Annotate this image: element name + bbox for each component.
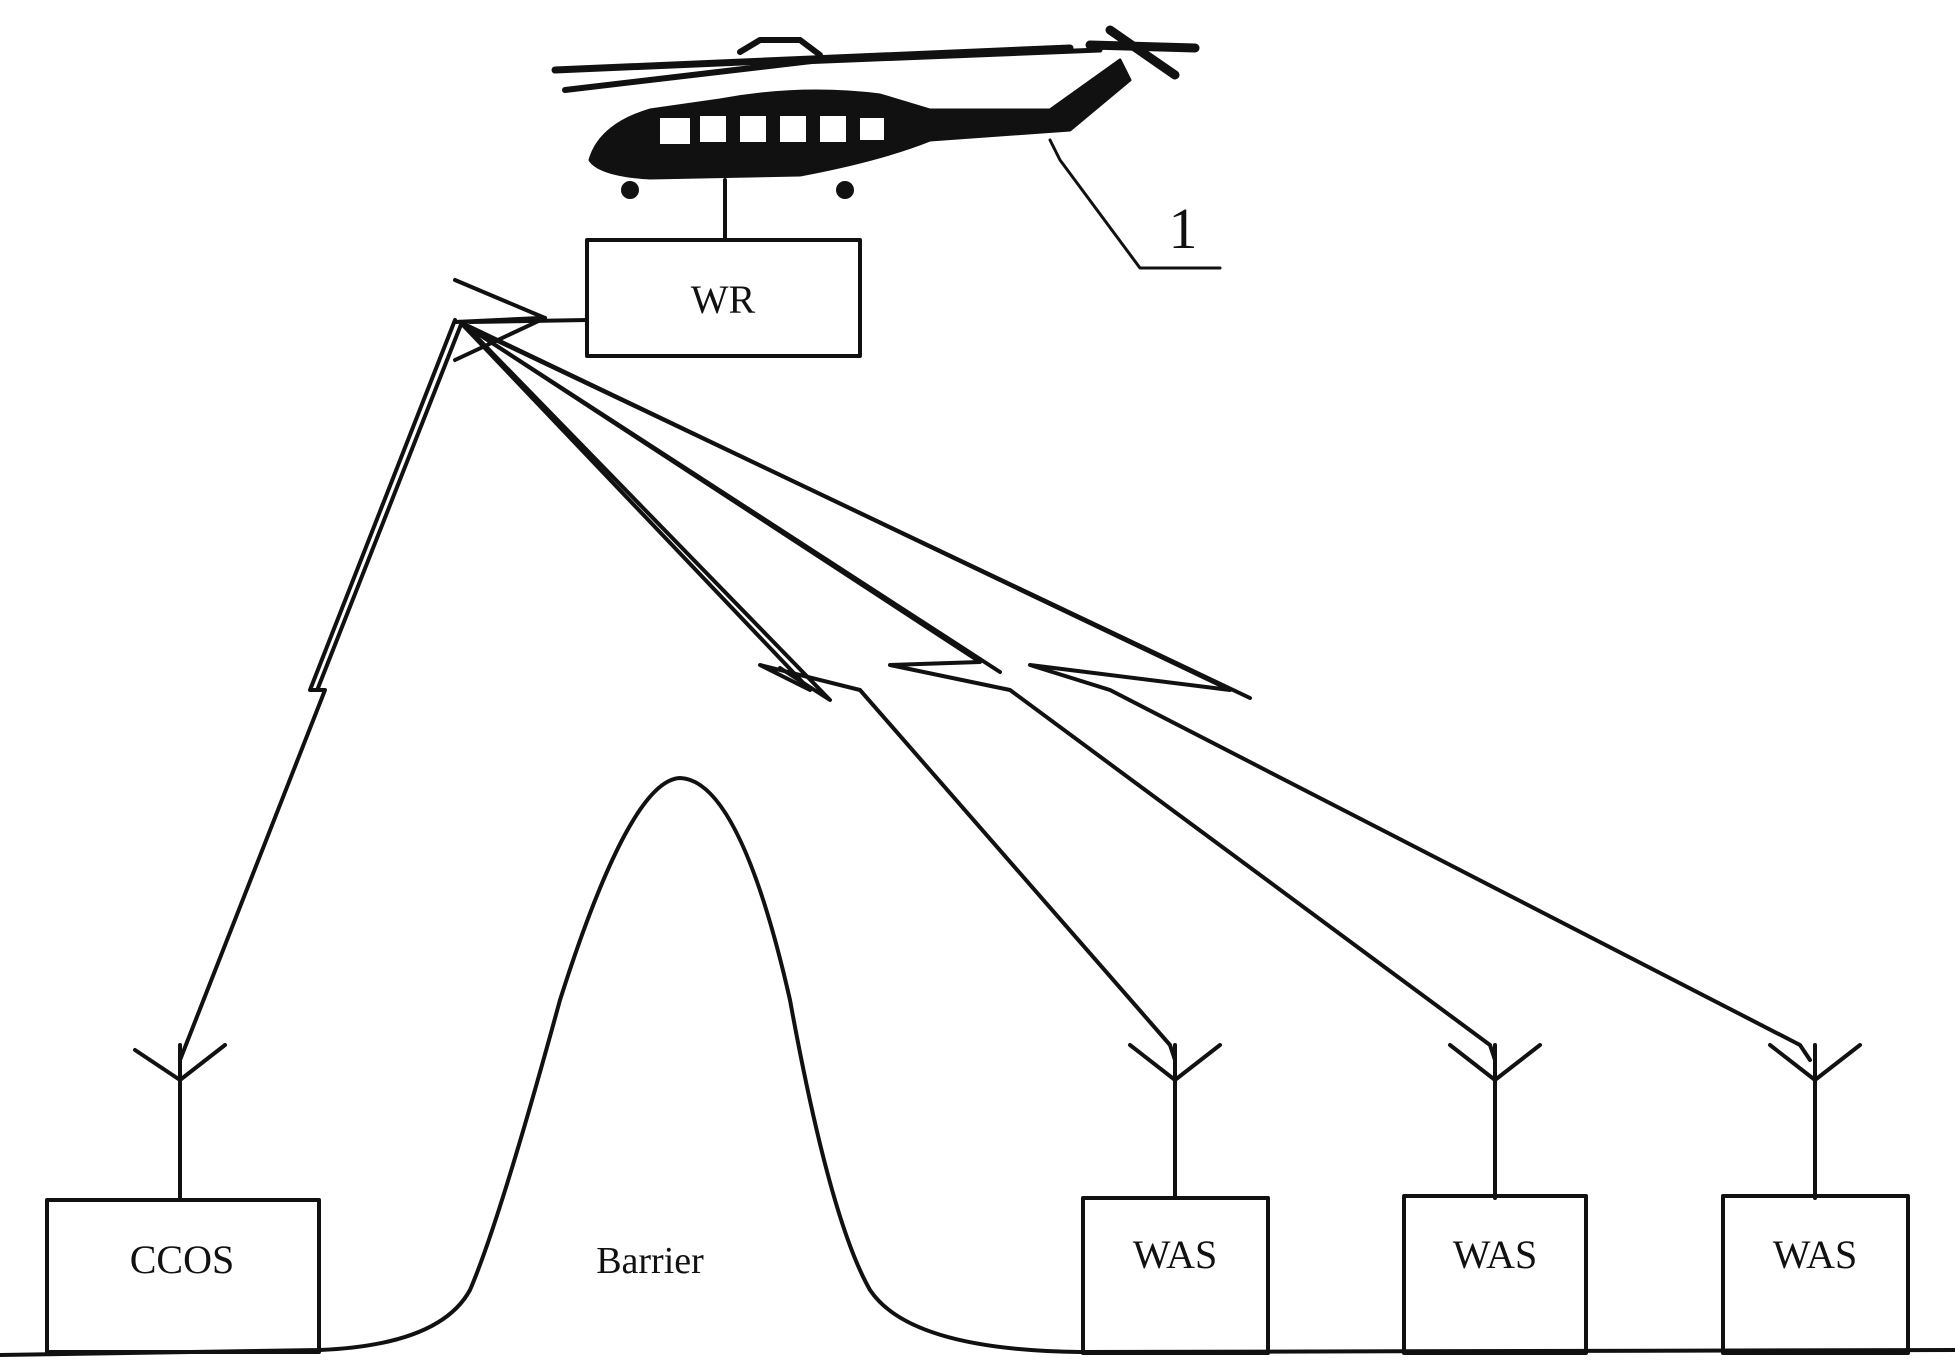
link-ccos	[178, 318, 457, 1062]
barrier-terrain	[0, 776, 1955, 1357]
aircraft-label: 1	[1169, 196, 1198, 261]
was-box-1	[1081, 1196, 1270, 1355]
relay-label: WR	[691, 277, 756, 322]
ccos-box	[45, 1198, 321, 1354]
was-antenna-icon	[1128, 1043, 1222, 1200]
ccos-antenna-icon	[133, 1043, 227, 1202]
was-antenna-icon	[1768, 1043, 1862, 1200]
was-box-2	[1402, 1194, 1588, 1355]
link-was-2	[458, 320, 1497, 1062]
helicopter-icon	[551, 25, 1222, 270]
was-box-3	[1721, 1194, 1910, 1355]
ccos-label: CCOS	[130, 1237, 235, 1282]
link-was-3	[458, 320, 1812, 1062]
relay-box	[585, 238, 862, 358]
was-antenna-icon	[1448, 1043, 1542, 1200]
was-label-1: WAS	[1133, 1232, 1217, 1277]
was-label-2: WAS	[1453, 1232, 1537, 1277]
barrier-label: Barrier	[596, 1240, 704, 1282]
was-label-3: WAS	[1773, 1232, 1857, 1277]
